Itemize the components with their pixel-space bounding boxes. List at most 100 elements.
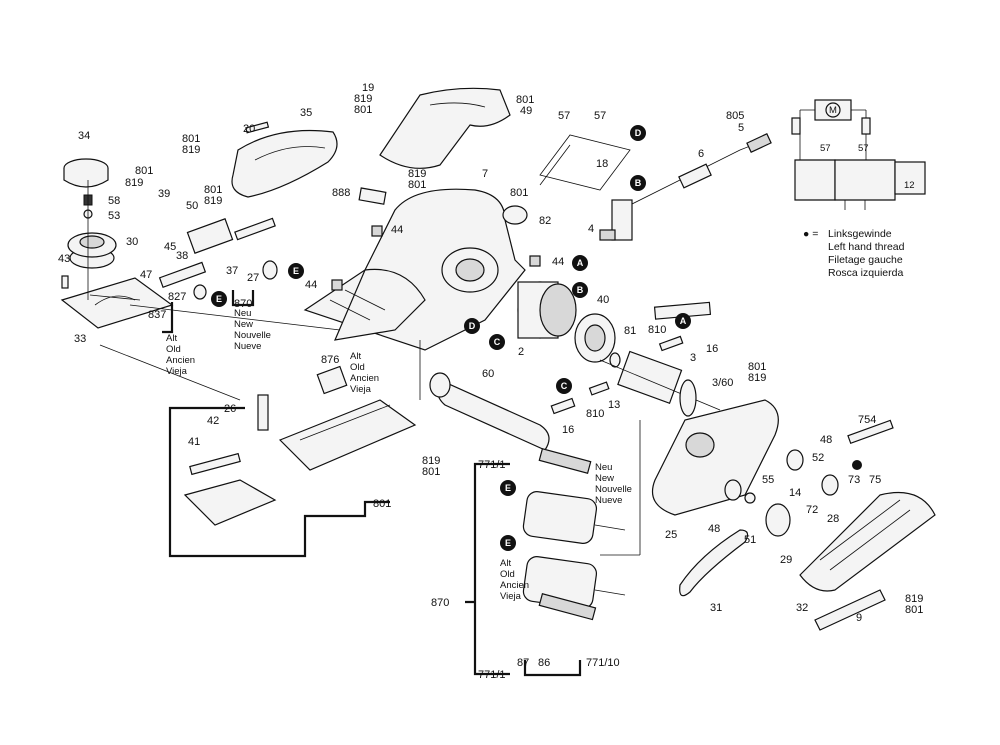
label-801: 801 — [510, 187, 528, 199]
label-771-1: 771/1 — [478, 669, 506, 681]
badge-b-1 — [630, 175, 646, 191]
label-old: Old — [350, 362, 365, 373]
label-14: 14 — [789, 487, 801, 499]
label-41: 41 — [188, 436, 200, 448]
shaft-37 — [234, 217, 276, 241]
label-805: 805 — [726, 110, 744, 122]
cap-34 — [63, 158, 109, 188]
left-hand-thread-legend: ● = Linksgewinde Left hand thread Fileta… — [803, 228, 905, 279]
badge-e-1 — [288, 263, 304, 279]
label-26: 26 — [224, 403, 236, 415]
pulley-28 — [821, 474, 839, 496]
label-819: 819 — [182, 144, 200, 156]
badge-b-2-label: B — [577, 285, 584, 295]
stator-2 — [517, 281, 577, 339]
bracket-870-left — [231, 290, 255, 307]
label-53: 53 — [108, 210, 120, 222]
label-52: 52 — [812, 452, 824, 464]
label-58: 58 — [108, 195, 120, 207]
label-801: 801 — [354, 104, 372, 116]
label-nueve: Nueve — [234, 341, 261, 352]
label-34: 34 — [78, 130, 90, 142]
badge-d-1-label: D — [635, 128, 642, 138]
badge-e-3-label: E — [505, 483, 511, 493]
label-870: 870 — [431, 597, 449, 609]
label-nouvelle: Nouvelle — [234, 330, 271, 341]
base-plate-33 — [60, 275, 174, 329]
label-3-60: 3/60 — [712, 377, 733, 389]
depth-bracket-41 — [183, 452, 277, 526]
label-37: 37 — [226, 265, 238, 277]
label-7: 7 — [482, 168, 488, 180]
label-754: 754 — [858, 414, 876, 426]
badge-b-2 — [572, 282, 588, 298]
label-801: 801 — [204, 184, 222, 196]
badge-e-4 — [500, 535, 516, 551]
label-47: 47 — [140, 269, 152, 281]
label-801: 801 — [135, 165, 153, 177]
brush-810 — [658, 335, 684, 352]
brush-810-b — [550, 397, 576, 415]
label-18: 18 — [596, 158, 608, 170]
label-75: 75 — [869, 474, 881, 486]
label-38: 38 — [176, 250, 188, 262]
label-45: 45 — [164, 241, 176, 253]
label-6: 6 — [698, 148, 704, 160]
handle-cover-35 — [231, 129, 338, 198]
label-motor-m: M — [829, 105, 837, 116]
dust-tube-60 — [429, 372, 550, 451]
badge-a-1-label: A — [577, 258, 584, 268]
label-86: 86 — [538, 657, 550, 669]
label-ancien: Ancien — [350, 373, 379, 384]
seal-20 — [245, 121, 270, 134]
label-827: 827 — [168, 291, 186, 303]
label-42: 42 — [207, 415, 219, 427]
badge-d-2-label: D — [469, 321, 476, 331]
label-vieja: Vieja — [166, 366, 188, 377]
bracket-26-42-41 — [168, 406, 390, 558]
badge-c-1 — [489, 334, 505, 350]
label-72: 72 — [806, 504, 818, 516]
label-819: 819 — [125, 177, 143, 189]
label-819: 819 — [422, 455, 440, 467]
label-32: 32 — [796, 602, 808, 614]
label-57: 57 — [594, 110, 606, 122]
blade-771-1-top — [538, 447, 592, 475]
badge-c-2-label: C — [561, 381, 568, 391]
label-vieja: Vieja — [500, 591, 522, 602]
label-43: 43 — [58, 253, 70, 265]
nut-827 — [193, 284, 207, 300]
label-new: New — [234, 319, 253, 330]
label-nouvelle: Nouvelle — [595, 484, 632, 495]
label-810: 810 — [586, 408, 604, 420]
label-48: 48 — [820, 434, 832, 446]
label-870: 870 — [234, 298, 252, 310]
gear-housing-25 — [651, 399, 779, 516]
wrench-754 — [847, 419, 894, 445]
label-30: 30 — [126, 236, 138, 248]
legend-line-fr: Filetage gauche — [828, 254, 903, 266]
badge-e-1-label: E — [293, 266, 299, 276]
label-19: 19 — [362, 82, 374, 94]
label-819: 819 — [204, 195, 222, 207]
label-82: 82 — [539, 215, 551, 227]
badge-d-2 — [464, 318, 480, 334]
badge-group: D B A B D C A C E E E E — [211, 125, 691, 551]
label-12: 12 — [904, 180, 915, 191]
label-771-10: 771/10 — [586, 657, 620, 669]
label-33: 33 — [74, 333, 86, 345]
label-25: 25 — [665, 529, 677, 541]
bracket-87-86 — [523, 660, 582, 677]
label-51: 51 — [744, 534, 756, 546]
label-819: 819 — [905, 593, 923, 605]
label-2: 2 — [518, 346, 524, 358]
cutter-drum-new — [522, 491, 626, 544]
label-801: 801 — [182, 133, 200, 145]
label-ancien: Ancien — [500, 580, 529, 591]
nut-44-b — [331, 279, 343, 291]
wire-loop-57 — [539, 134, 631, 191]
badge-a-1 — [572, 255, 588, 271]
lever-45 — [186, 218, 234, 254]
badge-e-2-label: E — [216, 294, 222, 304]
